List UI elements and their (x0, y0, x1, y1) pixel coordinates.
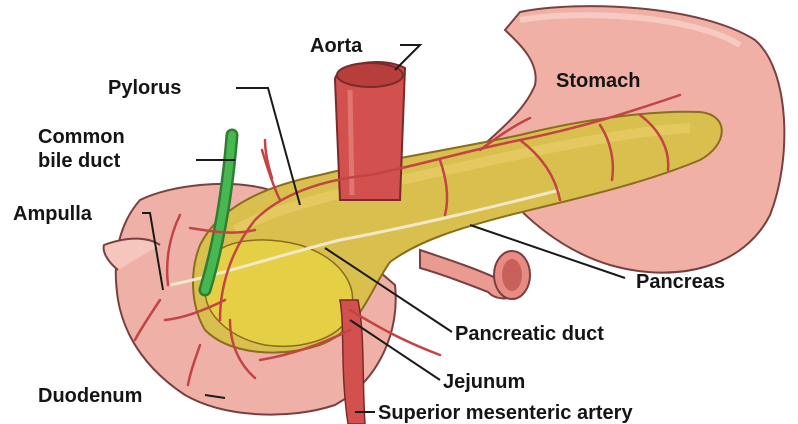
label-aorta: Aorta (310, 35, 363, 57)
label-common-bile-duct-line1: Common (38, 126, 125, 148)
label-common-bile-duct-line2: bile duct (38, 150, 121, 172)
superior-mesenteric-artery (340, 300, 365, 424)
label-jejunum: Jejunum (443, 371, 525, 393)
label-duodenum: Duodenum (38, 385, 142, 407)
label-ampulla: Ampulla (13, 203, 93, 225)
label-stomach: Stomach (556, 70, 640, 92)
label-pylorus: Pylorus (108, 77, 181, 99)
label-superior-mesenteric-artery: Superior mesenteric artery (378, 402, 633, 424)
label-pancreas: Pancreas (636, 271, 725, 293)
label-pancreatic-duct: Pancreatic duct (455, 323, 604, 345)
